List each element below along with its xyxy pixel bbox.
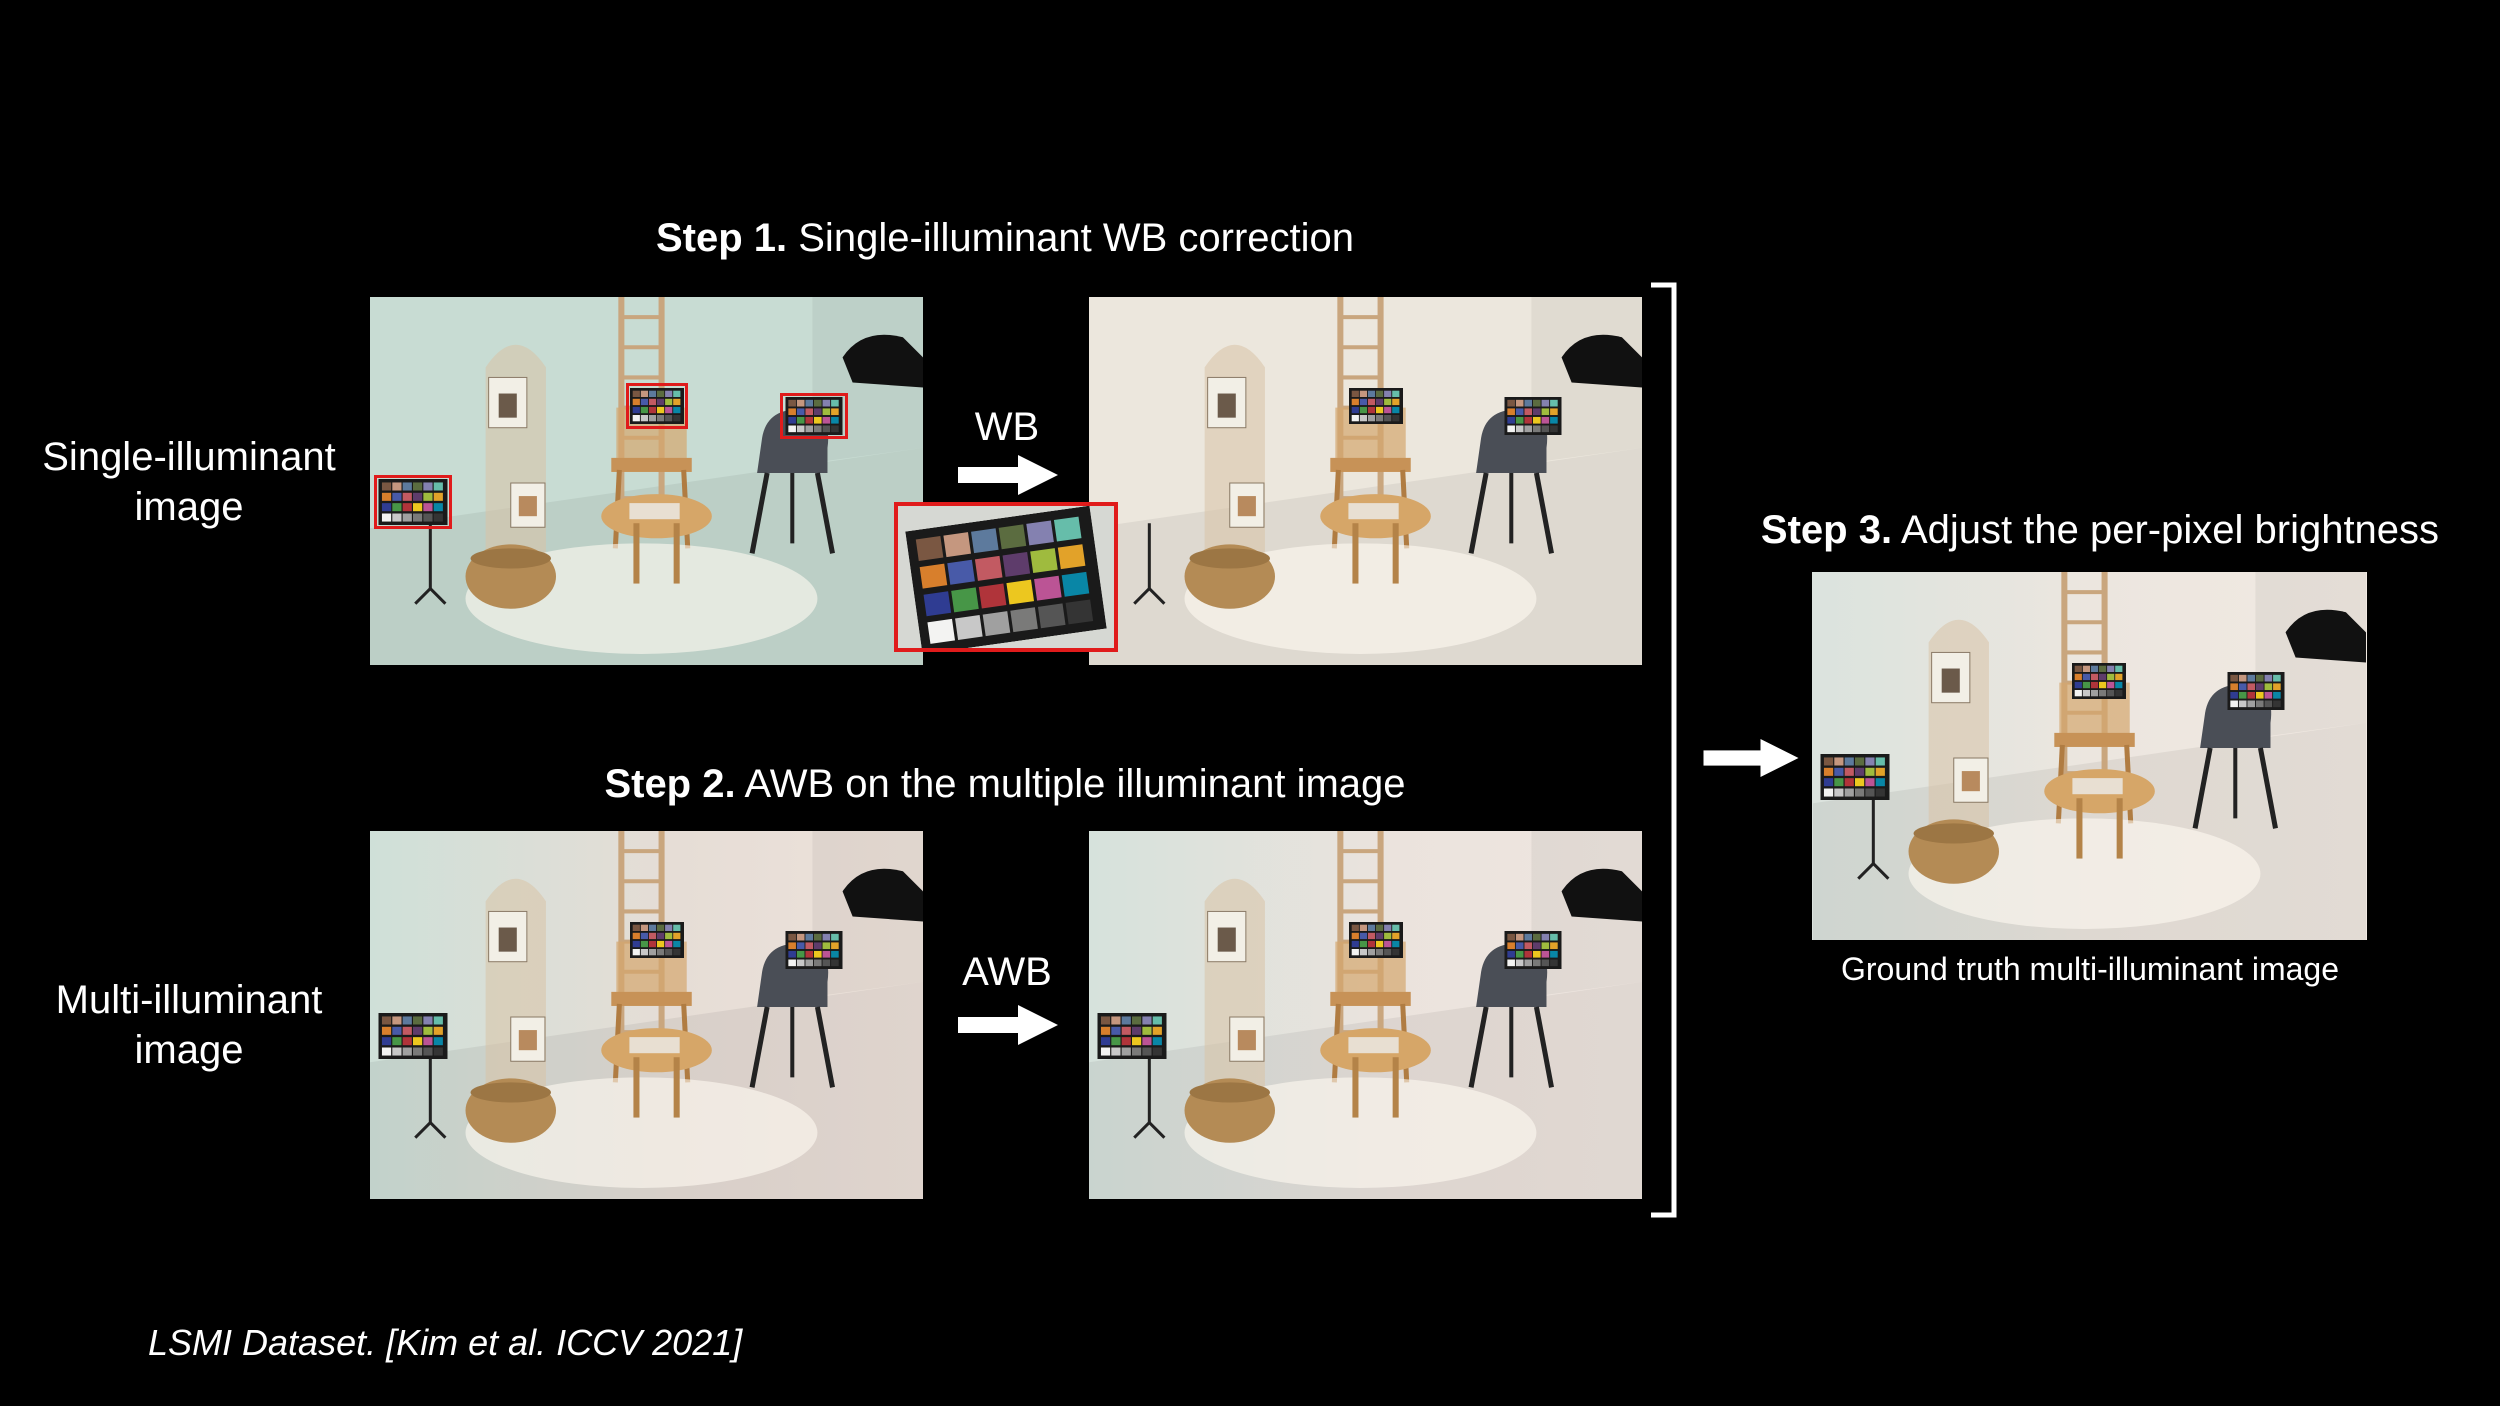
grouping-bracket: [1651, 282, 1677, 1218]
single-label-line1: Single-illuminant: [42, 435, 336, 479]
scene-illustration: [1089, 297, 1642, 665]
step1-text: Single-illuminant WB correction: [787, 216, 1355, 260]
color-checker-right: [784, 931, 844, 969]
color-checker-zoom-inset: [894, 502, 1118, 652]
step3-title: Step 3. Adjust the per-pixel brightness: [1720, 508, 2480, 553]
step3-arrow-icon: [1700, 739, 1802, 777]
multi-illuminant-label: Multi-illuminant image: [24, 975, 354, 1075]
ground-truth-caption: Ground truth multi-illuminant image: [1841, 951, 2339, 987]
ground-truth-photo: [1812, 572, 2367, 940]
scene-illustration: [370, 831, 923, 1199]
step2-title: Step 2. AWB on the multiple illuminant i…: [520, 762, 1490, 807]
color-checker-right: [2226, 672, 2286, 710]
awb-result-photo: [1089, 831, 1642, 1199]
color-checker-center: [1349, 388, 1403, 424]
wb-arrow-icon: [956, 455, 1060, 495]
scene-illustration: [1089, 831, 1642, 1199]
awb-arrow-icon: [956, 1005, 1060, 1045]
step2-text: AWB on the multiple illuminant image: [735, 762, 1406, 806]
color-checker-center: [1349, 922, 1403, 958]
highlight-box-center: [626, 383, 688, 429]
wb-label: WB: [974, 405, 1040, 449]
color-checker-zoomed: [902, 505, 1109, 652]
multi-illuminant-photo: [370, 831, 923, 1199]
wb-corrected-photo: [1089, 297, 1642, 665]
step1-title: Step 1. Single-illuminant WB correction: [560, 216, 1450, 261]
scene-illustration: [370, 297, 923, 665]
color-checker-right: [1503, 397, 1563, 435]
color-checker-center: [2072, 663, 2126, 699]
scene-illustration: [1812, 572, 2367, 940]
multi-label-line1: Multi-illuminant: [55, 978, 323, 1022]
color-checker-right: [1503, 931, 1563, 969]
color-checker-left: [378, 1013, 448, 1059]
step2-bold: Step 2.: [604, 762, 736, 806]
highlight-box-right: [780, 393, 848, 439]
single-illuminant-label: Single-illuminant image: [24, 432, 354, 532]
step3-text: Adjust the per-pixel brightness: [1892, 508, 2440, 552]
single-illuminant-photo: [370, 297, 923, 665]
multi-label-line2: image: [134, 1028, 244, 1072]
color-checker-left: [1820, 754, 1890, 800]
citation: LSMI Dataset. [Kim et al. ICCV 2021]: [148, 1322, 743, 1363]
single-label-line2: image: [134, 485, 244, 529]
step3-bold: Step 3.: [1760, 508, 1893, 552]
color-checker-center: [630, 922, 684, 958]
color-checker-left: [1097, 1013, 1167, 1059]
highlight-box-left: [374, 475, 452, 529]
step1-bold: Step 1.: [655, 216, 788, 260]
awb-label: AWB: [962, 950, 1052, 994]
